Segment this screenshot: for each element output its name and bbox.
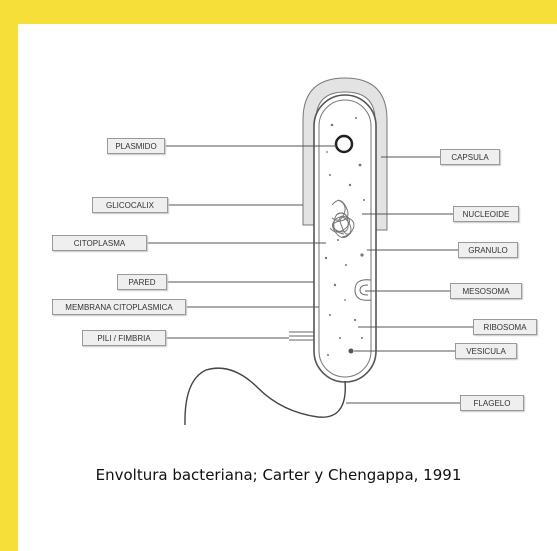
label-capsula: CAPSULA xyxy=(440,149,500,165)
label-glicocalix: GLICOCALIX xyxy=(92,197,168,213)
label-plasmido: PLASMIDO xyxy=(107,138,165,154)
label-ribosoma: RIBOSOMA xyxy=(473,319,537,335)
pili xyxy=(289,332,314,340)
label-mesosoma: MESOSOMA xyxy=(450,283,522,299)
label-nucleoide: NUCLEOIDE xyxy=(453,206,519,222)
cell-membrane xyxy=(319,100,371,377)
label-vesicula: VESICULA xyxy=(455,343,517,359)
vesicle xyxy=(349,349,354,354)
label-granulo: GRANULO xyxy=(458,242,518,258)
label-membrana-citoplasmica: MEMBRANA CITOPLASMICA xyxy=(52,299,186,315)
label-citoplasma: CITOPLASMA xyxy=(52,235,147,251)
label-pared: PARED xyxy=(117,274,167,290)
flagellum xyxy=(185,368,345,425)
figure-caption: Envoltura bacteriana; Carter y Chengappa… xyxy=(0,466,557,484)
label-flagelo: FLAGELO xyxy=(460,395,524,411)
label-pili-fimbria: PILI / FIMBRIA xyxy=(82,330,166,346)
